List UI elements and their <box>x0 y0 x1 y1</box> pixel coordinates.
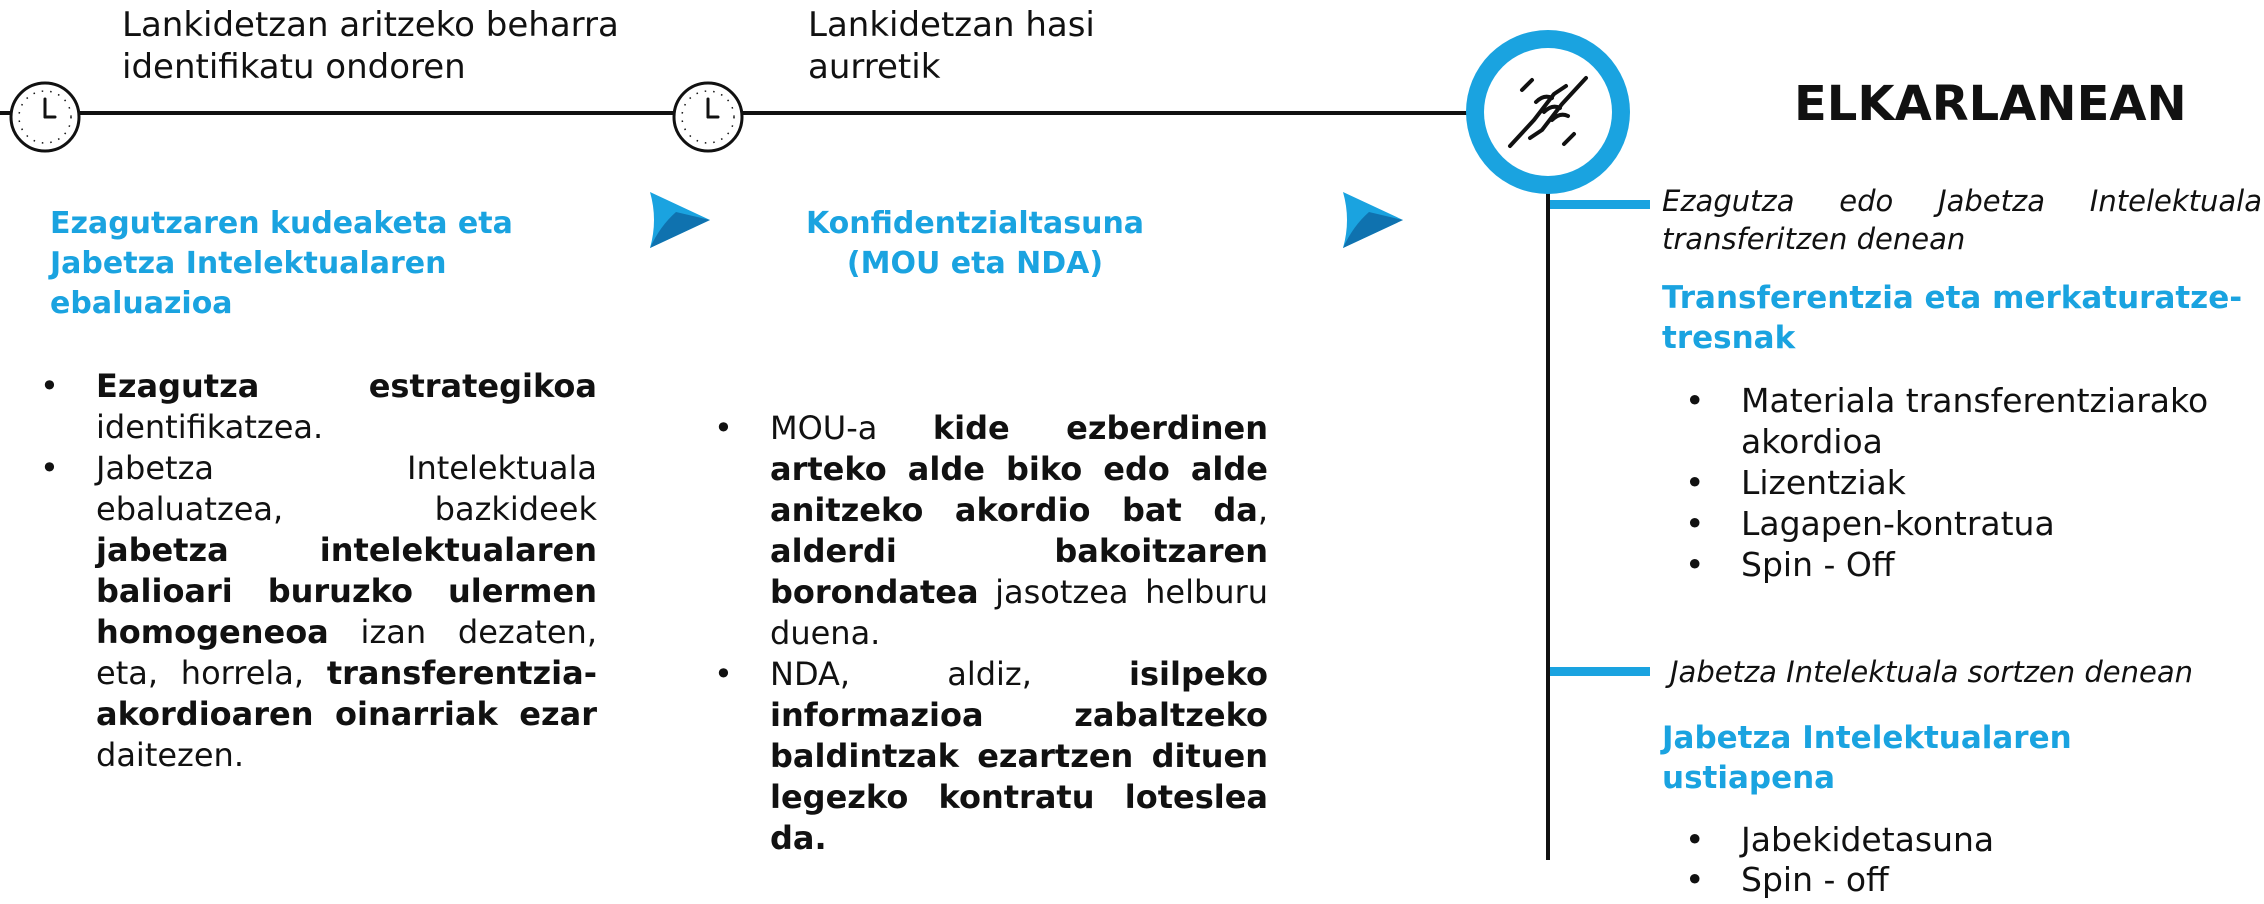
section1-heading: Transferentzia eta merkaturatze- tresnak <box>1662 278 2262 358</box>
col2-b1-text: MOU-a <box>770 409 878 447</box>
col2-b1-text3: jasotzea helburu duena. <box>770 573 1268 652</box>
section2-list: Jabekidetasuna Spin - off <box>1683 820 2263 900</box>
section1-item: Materiala transferentziarako akordioa <box>1683 380 2263 462</box>
step2-note: Lankidetzan hasi aurretik <box>808 4 1208 88</box>
col2-heading: Konfidentzialtasuna (MOU eta NDA) <box>745 204 1205 284</box>
col1-b2-bold1: jabetza intelektualaren balioari buruzko… <box>96 531 597 651</box>
section2-item: Jabekidetasuna <box>1683 820 2263 860</box>
section2-heading: Jabetza Intelektualaren ustiapena <box>1662 718 2262 798</box>
col1-heading-line2: Jabetza Intelektualaren <box>50 246 447 281</box>
section1-item: Spin - Off <box>1683 544 2263 585</box>
col1-bullet-2: Jabetza Intelektuala ebaluatzea, bazkide… <box>38 448 597 776</box>
step2-note-line1: Lankidetzan hasi <box>808 5 1095 45</box>
col1-b2-text3: daitezen. <box>96 736 244 774</box>
col2-heading-line2: (MOU eta NDA) <box>846 246 1104 281</box>
col1-b2-text2: izan dezaten, eta, horrela, <box>96 613 597 692</box>
section1-item: Lizentziak <box>1683 462 2263 503</box>
col1-list: Ezagutza estrategikoa identifikatzea. Ja… <box>38 366 597 776</box>
section1-list: Materiala transferentziarako akordioa Li… <box>1683 380 2263 585</box>
clock-icon <box>672 81 744 153</box>
step2-note-line2: aurretik <box>808 47 941 87</box>
col1-heading: Ezagutzaren kudeaketa eta Jabetza Intele… <box>50 204 630 324</box>
section2-item-text: Jabekidetasuna <box>1741 820 1995 859</box>
arrow-right-icon <box>1343 192 1403 248</box>
section1-label-line2: transferitzen denean <box>1662 222 1966 256</box>
step1-note-line1: Lankidetzan aritzeko beharra <box>122 5 619 45</box>
section1-heading-line1: Transferentzia eta merkaturatze- <box>1662 280 2243 316</box>
section1-label-line1: Ezagutza edo Jabetza Intelektuala <box>1662 184 2262 218</box>
section1-connector <box>1550 200 1650 209</box>
section2-item-text: Spin - off <box>1741 860 1889 899</box>
col1-heading-line1: Ezagutzaren kudeaketa eta <box>50 206 513 241</box>
section1-item-text: Lagapen-kontratua <box>1741 504 2055 543</box>
col1-b1-rest: identifikatzea. <box>96 408 324 446</box>
section2-heading-line1: Jabetza Intelektualaren <box>1662 720 2072 756</box>
col1-b2-bold2: transferentzia-akordioaren oinarriak eza… <box>96 654 597 733</box>
section1-heading-line2: tresnak <box>1662 320 1796 356</box>
clock-icon <box>9 81 81 153</box>
col1-heading-line3: ebaluazioa <box>50 286 233 321</box>
section2-heading-line2: ustiapena <box>1662 760 1836 796</box>
col2-b1-bold1: kide ezberdinen arteko alde biko edo ald… <box>770 409 1268 529</box>
section1-label: Ezagutza edo Jabetza Intelektuala transf… <box>1662 182 2262 258</box>
section2-item: Spin - off <box>1683 860 2263 900</box>
col2-bullet-2: NDA, aldiz, isilpeko informazioa zabaltz… <box>712 654 1268 859</box>
section2-connector <box>1550 667 1650 676</box>
col2-b2-text: NDA, aldiz, <box>770 655 1032 693</box>
col2-list: MOU-a kide ezberdinen arteko alde biko e… <box>712 408 1268 859</box>
handshake-icon <box>1466 30 1630 194</box>
section2-label: Jabetza Intelektuala sortzen denean <box>1670 655 2193 689</box>
col1-bullet-1: Ezagutza estrategikoa identifikatzea. <box>38 366 597 448</box>
col2-b1-bold2: alderdi bakoitzaren borondatea <box>770 532 1268 611</box>
section1-item-text: Materiala transferentziarako akordioa <box>1741 381 2209 461</box>
section1-item: Lagapen-kontratua <box>1683 503 2263 544</box>
col2-b2-bold: isilpeko informazioa zabaltzeko baldintz… <box>770 655 1268 857</box>
col2-heading-line1: Konfidentzialtasuna <box>805 206 1145 241</box>
col1-b1-bold: Ezagutza estrategikoa <box>96 367 597 405</box>
col2-bullet-1: MOU-a kide ezberdinen arteko alde biko e… <box>712 408 1268 654</box>
section1-item-text: Spin - Off <box>1741 545 1895 584</box>
arrow-right-icon <box>650 192 710 248</box>
section1-item-text: Lizentziak <box>1741 463 1906 502</box>
step1-note-line2: identifikatu ondoren <box>122 47 466 87</box>
col1-b2-text: Jabetza Intelektuala ebaluatzea, bazkide… <box>96 449 597 528</box>
col3-title: ELKARLANEAN <box>1794 76 2187 132</box>
col2-b1-comma: , <box>1257 491 1268 529</box>
step1-note: Lankidetzan aritzeko beharra identifikat… <box>122 4 682 88</box>
